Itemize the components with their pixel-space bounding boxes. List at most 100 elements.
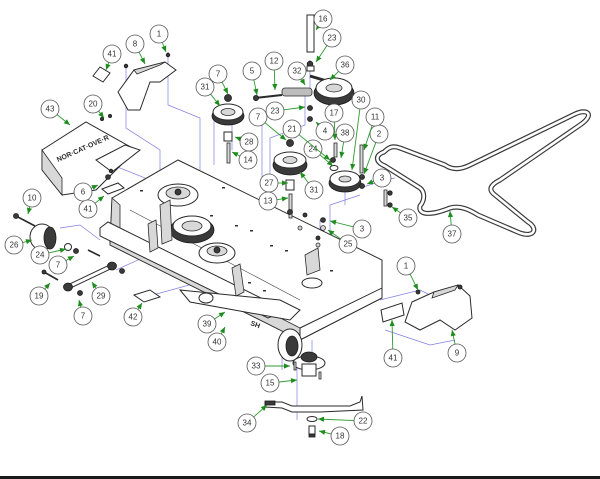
callout-bubble [324, 103, 344, 123]
leader-arrow-icon [91, 185, 98, 190]
leader-arrow-icon [25, 239, 32, 245]
callout-label: 41 [84, 205, 93, 214]
leader-arrow-icon [284, 363, 290, 369]
leader-arrow-icon [330, 219, 337, 225]
leader-arrow-icon [316, 55, 322, 62]
callout-washer: 25 [327, 229, 358, 254]
callout-label: 34 [243, 419, 252, 428]
idler-bracket [383, 189, 393, 208]
leader-arrow-icon [328, 230, 335, 236]
callout-discharge-chute: 9 [447, 329, 467, 363]
callout-label: 28 [245, 138, 254, 147]
leader-arrow-icon [363, 143, 369, 150]
callout-label: 7 [256, 113, 261, 122]
callout-blade: 34 [237, 404, 268, 433]
callout-nut: 6 [73, 182, 99, 202]
callout-spring: 12 [264, 51, 284, 91]
callout-bolt: 13 [258, 191, 289, 211]
callout-bubble [102, 44, 122, 64]
callout-screw: 20 [83, 94, 105, 119]
callout-eye-bolt: 5 [242, 61, 262, 96]
callout-label: 37 [448, 230, 457, 239]
callout-bubble [338, 234, 358, 254]
deck-pulley-left [157, 183, 199, 207]
callout-bubble [442, 224, 462, 244]
roller-assembly [198, 292, 303, 362]
leader-arrow-icon [44, 283, 50, 290]
callout-roller-arm: 29 [91, 281, 111, 306]
decal-41-left [101, 182, 125, 195]
anti-scalp-wheel [13, 213, 79, 254]
callout-spindle-housing: 33 [246, 356, 290, 376]
callout-washer: 21 [282, 119, 331, 161]
leader-arrow-icon [339, 151, 345, 158]
leader-arrow-icon [63, 119, 70, 125]
leader-arrow-icon [298, 105, 305, 111]
callout-bubble [398, 208, 418, 228]
callout-deck-rail: 39 [197, 311, 226, 334]
callout-spacer: 28 [234, 132, 259, 152]
callout-belt-cover-hood: 43 [40, 99, 71, 126]
callout-idler-pulley: 30 [350, 90, 371, 171]
callout-nut: 4 [315, 121, 335, 141]
callout-bubble [351, 90, 371, 110]
decal-41-right [380, 302, 405, 323]
callout-bubble [383, 348, 403, 368]
callout-stud: 11 [363, 107, 385, 151]
callout-label: 31 [310, 186, 319, 195]
callout-label: 18 [336, 432, 345, 441]
leader-arrow-icon [450, 330, 456, 337]
callout-bubble [265, 101, 285, 121]
callout-wheel-bolt: 10 [22, 188, 42, 215]
callout-bubble [282, 119, 302, 139]
callout-bolt: 19 [29, 282, 51, 306]
callout-bubble [330, 426, 350, 446]
callout-idler-arm: 32 [287, 61, 307, 86]
leader-arrow-icon [299, 78, 305, 85]
callout-nut: 7 [248, 107, 287, 141]
callout-badge: 40 [207, 326, 227, 352]
callout-idler-pulley: 36 [329, 55, 355, 81]
chute-bracket [92, 52, 177, 111]
callout-bubble [287, 61, 307, 81]
leader-line [351, 108, 361, 171]
leader-arrow-icon [350, 163, 356, 170]
callout-bubble [30, 245, 50, 265]
callout-label: 8 [133, 40, 138, 49]
callout-label: 36 [341, 61, 350, 70]
callout-label: 38 [341, 129, 350, 138]
callout-label: 33 [252, 362, 261, 371]
callout-label: 32 [293, 67, 302, 76]
callout-nut: 7 [48, 255, 75, 275]
leader-arrow-icon [281, 196, 288, 202]
callout-bubble [91, 286, 111, 306]
callout-washer: 24 [30, 245, 67, 265]
leader-arrow-icon [136, 303, 142, 310]
callout-bubble [239, 132, 259, 152]
leader-arrow-icon [222, 87, 228, 94]
callout-pulley: 31 [299, 171, 324, 200]
callout-bubble [149, 24, 169, 44]
callout-bolt: 1 [149, 24, 169, 53]
callout-label: 30 [357, 96, 366, 105]
leader-arrow-icon [363, 167, 369, 174]
callout-bubble [304, 180, 324, 200]
callout-label: 31 [201, 83, 210, 92]
leader-arrow-icon [412, 283, 418, 290]
callout-nut: 7 [208, 64, 229, 95]
mower-deck: SH [99, 159, 383, 341]
callout-bolt: 1 [396, 256, 419, 291]
callout-label: 5 [250, 67, 255, 76]
leader-arrow-icon [290, 378, 297, 384]
callout-nut: 3 [366, 168, 392, 188]
callout-label: 10 [28, 194, 37, 203]
callout-bubble [264, 51, 284, 71]
leader-arrow-icon [98, 111, 104, 118]
callout-bubble [396, 256, 416, 276]
callout-bubble [258, 191, 278, 211]
pulley-stack-left [211, 94, 245, 164]
callout-bubble [29, 286, 49, 306]
callout-nut: 3 [329, 219, 372, 239]
